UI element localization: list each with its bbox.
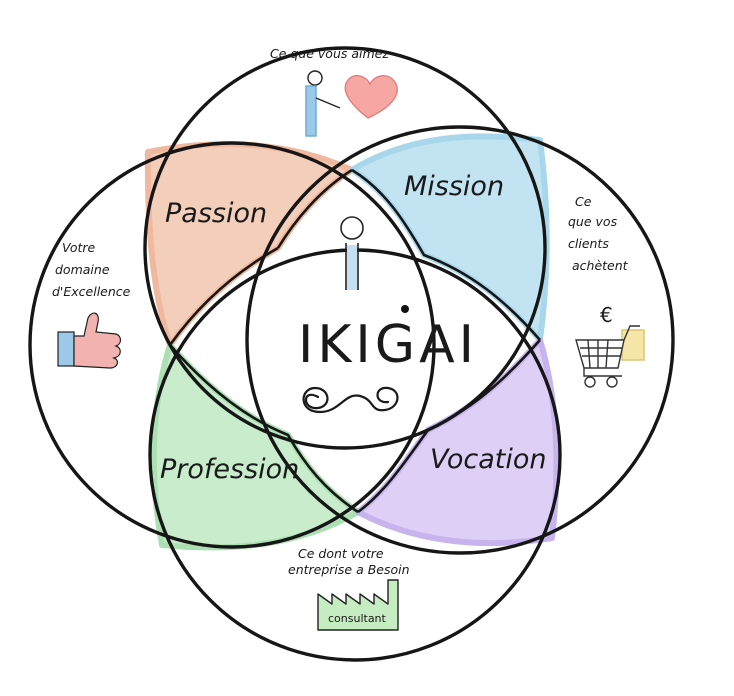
- euro-icon: €: [600, 303, 613, 327]
- right-caption-line1: Ce: [575, 194, 592, 209]
- person-icon: [340, 216, 364, 290]
- thumbs-up-icon: [57, 312, 122, 369]
- ikigai-title: IKIGAI: [298, 315, 478, 375]
- right-caption-line2: que vos: [568, 214, 618, 229]
- bottom-caption-line2: entreprise a Besoin: [288, 562, 410, 577]
- mission-inner-edge: [351, 168, 541, 341]
- right-caption-line3: clients: [568, 236, 609, 251]
- vocation-label: Vocation: [430, 444, 547, 475]
- swirl-icon: [302, 386, 399, 414]
- circle-top: [143, 46, 547, 450]
- circle-right: [245, 125, 675, 555]
- passion-label: Passion: [165, 198, 267, 229]
- mission-petal: [349, 133, 550, 343]
- left-caption-line1: Votre: [62, 240, 96, 255]
- profession-inner-edge: [169, 344, 359, 514]
- mission-label: Mission: [404, 171, 504, 202]
- profession-label: Profession: [160, 454, 299, 485]
- left-caption-line3: d'Excellence: [52, 284, 131, 299]
- factory-sign-label: consultant: [328, 612, 387, 625]
- factory-icon: [317, 579, 399, 631]
- bottom-caption-line1: Ce dont votre: [298, 546, 384, 561]
- left-caption-line2: domaine: [55, 262, 110, 277]
- top-circle-caption: Ce que vous aimez: [270, 46, 389, 61]
- heart-icon: [344, 74, 398, 119]
- person-giving-icon: [305, 70, 341, 137]
- circle-left: [28, 141, 436, 549]
- title-dot: [401, 305, 409, 313]
- shopping-cart-icon: [575, 325, 645, 388]
- right-caption-line4: achètent: [572, 258, 629, 273]
